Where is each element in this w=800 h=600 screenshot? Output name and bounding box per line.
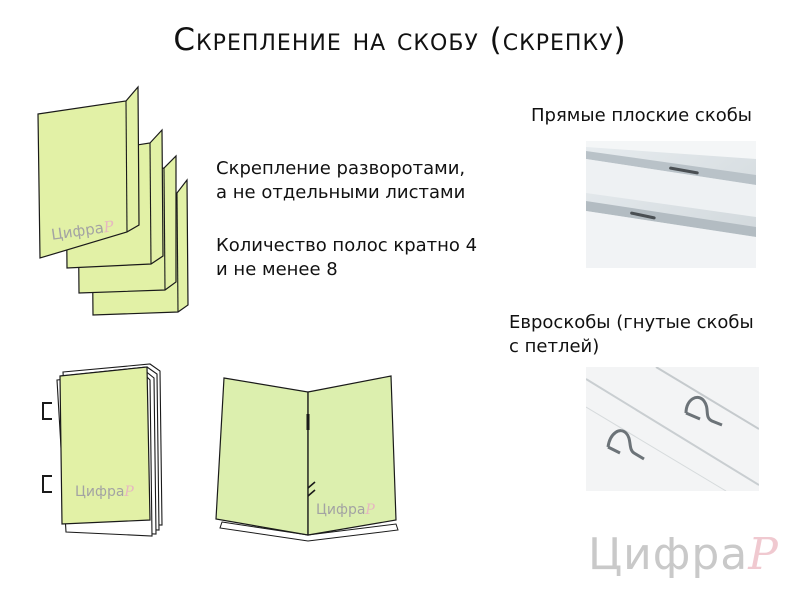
staple-bracket-bottom [42, 475, 52, 493]
spread-4 [91, 178, 189, 316]
spread-2 [65, 128, 164, 269]
brand-logo-text: Цифра [588, 529, 749, 580]
sheet-logo-text: Цифра [50, 218, 105, 244]
straight-staples-photo [586, 141, 756, 268]
sheet-logo-mark: P [124, 484, 134, 500]
page-title: Скрепление на скобу (скрепку) [173, 22, 627, 58]
page-count-note-line-2: и не менее 8 [216, 259, 338, 280]
spine-staple-3 [307, 489, 316, 497]
page-count-note-line-1: Количество полос кратно 4 [216, 235, 478, 256]
sheet-logo-text: Цифра [75, 484, 125, 500]
brand-logo: ЦифраP [588, 527, 779, 583]
euro-staples-label: Евроскобы (гнутые скобы с петлей) [509, 311, 754, 359]
spreads-note: Скрепление разворотами, а не отдельными … [216, 157, 465, 205]
straight-staples-image [586, 141, 756, 268]
sheet-logo-open-booklet: ЦифраP [316, 502, 375, 518]
brand-logo-mark: P [748, 529, 779, 580]
closed-booklet [56, 363, 163, 537]
spreads-note-line-2: а не отдельными листами [216, 182, 466, 203]
euro-staples-label-line-1: Евроскобы (гнутые скобы [509, 312, 754, 333]
spreads-note-line-1: Скрепление разворотами, [216, 158, 466, 179]
spine-staple-2 [307, 481, 316, 489]
sheet-logo-closed-booklet: ЦифраP [75, 484, 134, 500]
page-count-note: Количество полос кратно 4 и не менее 8 [216, 234, 477, 282]
euro-staples-image [586, 367, 759, 491]
euro-staples-photo [586, 367, 759, 491]
sheet-logo-mark: P [365, 502, 375, 518]
sheet-logo-text: Цифра [316, 502, 366, 518]
euro-staples-label-line-2: с петлей) [509, 336, 600, 357]
straight-staples-label: Прямые плоские скобы [531, 105, 753, 126]
sheet-logo-spread: ЦифраP [50, 217, 115, 244]
staple-bracket-top [42, 402, 52, 420]
sheet-logo-mark: P [102, 217, 115, 237]
